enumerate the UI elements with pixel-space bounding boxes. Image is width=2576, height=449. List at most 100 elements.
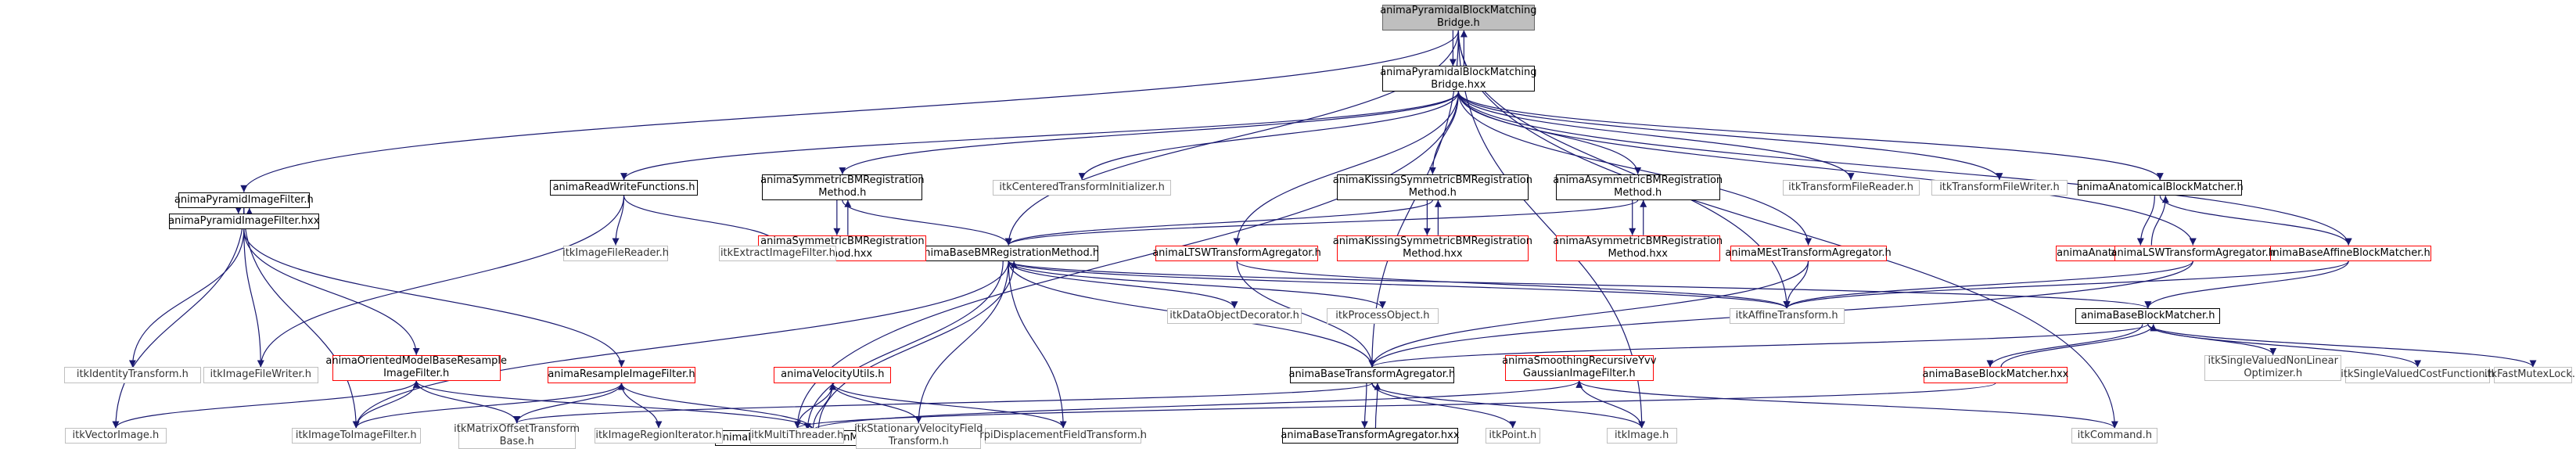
- node-ifw: itkImageFileWriter.h: [203, 367, 318, 383]
- edge-abm-h-to-affbm: [2159, 196, 2352, 246]
- node-label-line: animaSmoothingRecursiveYvv: [1502, 355, 1657, 368]
- edge-bbm-h-to-po: [1008, 260, 1386, 309]
- edge-bridge-hxx-to-sym-h: [839, 92, 1459, 174]
- node-bta-hxx[interactable]: animaBaseTransformAgregator.hxx: [1281, 428, 1460, 444]
- node-label-line: animaLSWTransformAgregator.h: [2111, 246, 2276, 259]
- node-mest[interactable]: animaMEstTransformAgregator.h: [1725, 245, 1892, 261]
- node-vu[interactable]: animaVelocityUtils.h: [774, 367, 892, 383]
- node-label-line: animaBaseBlockMatcher.h: [2081, 310, 2215, 322]
- node-label-line: ImageFilter.h: [383, 368, 450, 380]
- node-label-line: animaResampleImageFilter.h: [548, 368, 695, 381]
- node-label-line: animaPyramidalBlockMatching: [1380, 5, 1537, 16]
- edge-bbm-h-to-rpi: [1008, 260, 1067, 429]
- node-label-line: animaBaseTransformAgregator.hxx: [1281, 429, 1460, 442]
- node-label-line: Method.h: [1614, 187, 1662, 199]
- edge-mest-to-bta: [1368, 260, 1809, 368]
- node-bta[interactable]: animaBaseTransformAgregator.h: [1288, 367, 1456, 383]
- node-label-line: animaAsymmetricBMRegistration: [1553, 235, 1723, 248]
- node-label-line: animaKissingSymmetricBMRegistration: [1332, 235, 1532, 248]
- node-label-line: itkDataObjectDecorator.h: [1169, 310, 1299, 322]
- edge-bbm-h-to-bm-h: [1008, 260, 2151, 309]
- edge-bm-h-to-svcf: [2147, 324, 2422, 368]
- node-label-line: itkImageToImageFilter.h: [295, 429, 417, 442]
- node-abm-h[interactable]: animaAnatomicalBlockMatcher.h: [2077, 180, 2244, 196]
- edge-pif-hxx-to-rif: [243, 229, 625, 368]
- node-label-line: Transform.h: [888, 436, 949, 448]
- node-label-line: animaMEstTransformAgregator.h: [1725, 246, 1892, 259]
- node-label-line: itkSingleValuedNonLinear: [2208, 355, 2338, 368]
- node-label-line: itkSingleValuedCostFunction.h: [2341, 368, 2495, 381]
- edge-asym-h-to-bbm-h: [1004, 199, 1639, 246]
- node-rwf-h[interactable]: animaReadWriteFunctions.h: [549, 180, 699, 196]
- edge-root-to-pif-h: [240, 30, 1459, 192]
- edge-vu-to-mt: [793, 383, 833, 429]
- node-cmd: itkCommand.h: [2071, 428, 2158, 444]
- node-bm-h[interactable]: animaBaseBlockMatcher.h: [2075, 308, 2221, 325]
- edge-bridge-hxx-to-ctinit: [1078, 92, 1459, 181]
- edge-bridge-hxx-to-abm-h: [1457, 92, 2164, 181]
- node-bbm-h[interactable]: animaBaseBMRegistrationMethod.h: [918, 245, 1100, 261]
- node-label-line: animaAsymmetricBMRegistration: [1553, 174, 1723, 187]
- node-lsw[interactable]: animaLSWTransformAgregator.h: [2111, 245, 2275, 261]
- edge-rif-to-iri: [620, 383, 663, 429]
- node-label-line: itkImageRegionIterator.h: [595, 429, 722, 442]
- node-ctinit: itkCenteredTransformInitializer.h: [993, 180, 1172, 196]
- edge-root-to-bbm-h: [1004, 30, 1459, 246]
- edge-pif-hxx-to-ifw: [243, 229, 264, 368]
- edge-vu-to-svf: [832, 383, 922, 424]
- edge-pif-h-to-iti: [243, 207, 360, 429]
- node-label-line: Bridge.h: [1436, 17, 1480, 29]
- node-label-line: Method.h: [818, 187, 867, 199]
- edge-bridge-hxx-to-affbm: [1457, 92, 2352, 246]
- node-eif: itkExtractImageFilter.h: [719, 245, 837, 261]
- node-aff: itkAffineTransform.h: [1729, 308, 1845, 325]
- node-affbm[interactable]: animaBaseAffineBlockMatcher.h: [2265, 245, 2432, 261]
- node-rif[interactable]: animaResampleImageFilter.h: [547, 367, 696, 383]
- edge-ltsw-to-aff: [1236, 260, 1791, 309]
- node-label-line: itkImageFileReader.h: [562, 246, 669, 259]
- node-ltsw[interactable]: animaLTSWTransformAgregator.h: [1152, 245, 1321, 261]
- edge-bm-hxx-to-bm-h: [2000, 324, 2157, 368]
- node-mt: itkMultiThreader.h: [750, 428, 845, 444]
- node-ifr: itkImageFileReader.h: [562, 245, 669, 261]
- node-label-line: animaBaseTransformAgregator.h: [1288, 368, 1456, 381]
- node-label-line: itkImage.h: [1615, 429, 1669, 442]
- node-label-line: itkCommand.h: [2077, 429, 2153, 442]
- edge-ombr-to-mot: [415, 380, 521, 424]
- edge-vu-to-rpi: [832, 383, 1067, 429]
- node-label-line: itkIdentityTransform.h: [76, 368, 189, 381]
- node-label-line: Method.h: [1408, 187, 1457, 199]
- node-label-line: Method.hxx: [1608, 248, 1668, 260]
- edge-bridge-hxx-to-mt: [793, 92, 1459, 429]
- node-bm-hxx[interactable]: animaBaseBlockMatcher.hxx: [1923, 367, 2068, 383]
- node-pif-h[interactable]: animaPyramidImageFilter.h: [174, 192, 314, 208]
- edge-bta-to-pt: [1371, 383, 1517, 429]
- node-label-line: animaBaseBMRegistrationMethod.h: [918, 246, 1100, 259]
- edge-bridge-hxx-to-mest: [1457, 92, 1813, 246]
- edge-pif-hxx-to-idt: [128, 229, 245, 368]
- edge-abm-h-to-abm-hxx: [2136, 196, 2155, 246]
- node-pif-hxx[interactable]: animaPyramidImageFilter.hxx: [168, 214, 319, 230]
- node-label-line: animaSymmetricBMRegistration: [760, 174, 925, 187]
- edge-bbm-h-to-iti: [352, 260, 1009, 429]
- node-label-line: animaBaseAffineBlockMatcher.h: [2266, 246, 2430, 259]
- node-iti: itkImageToImageFilter.h: [291, 428, 421, 444]
- node-label-line: itkTransformFileReader.h: [1788, 181, 1913, 194]
- edge-bbm-hxx-to-srg: [812, 380, 1583, 431]
- node-label-line: itkVectorImage.h: [72, 429, 160, 442]
- node-tfr: itkTransformFileReader.h: [1782, 180, 1920, 196]
- edge-bbm-h-to-svf: [914, 260, 1009, 423]
- node-label-line: animaOrientedModelBaseResample: [325, 355, 507, 368]
- node-label-line: itkAffineTransform.h: [1735, 310, 1838, 322]
- edge-pif-hxx-to-ombr: [243, 229, 420, 355]
